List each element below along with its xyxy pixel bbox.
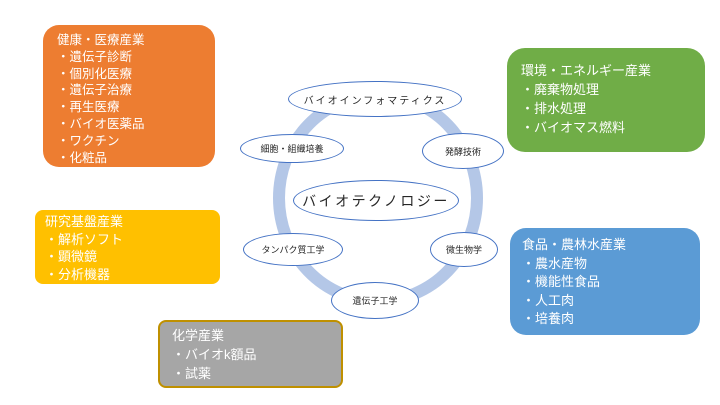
- industry-title: 環境・エネルギー産業: [521, 63, 652, 78]
- industry-item: ・バイオk額品: [172, 347, 257, 362]
- industry-title: 食品・農林水産業: [522, 237, 627, 252]
- industry-title: 化学産業: [172, 328, 225, 343]
- industry-item: ・ワクチン: [57, 133, 120, 148]
- node-bioinformatics: バイオインフォマティクス: [288, 81, 462, 117]
- node-microbiology: 微生物学: [430, 232, 498, 267]
- industry-box-food-agriculture: 食品・農林水産業 ・農水産物 ・機能性食品 ・人工肉 ・培養肉: [510, 228, 700, 335]
- industry-item: ・再生医療: [57, 100, 120, 115]
- node-biotechnology-center: バイオテクノロジー: [293, 180, 459, 221]
- industry-item: ・顕微鏡: [45, 249, 98, 264]
- node-genetic-engineering: 遺伝子工学: [331, 282, 419, 319]
- industry-item: ・試薬: [172, 366, 212, 381]
- industry-item: ・化粧品: [57, 150, 108, 165]
- node-cell-tissue-culture: 細胞・組織培養: [240, 134, 344, 163]
- industry-item: ・培養肉: [522, 311, 575, 326]
- industry-title: 研究基盤産業: [45, 214, 124, 229]
- industry-item: ・農水産物: [522, 255, 588, 271]
- industry-item: ・排水処理: [521, 101, 587, 116]
- node-protein-engineering: タンパク質工学: [243, 233, 343, 266]
- industry-item: ・個別化医療: [57, 66, 133, 81]
- industry-item: ・バイオ医薬品: [57, 116, 145, 131]
- industry-item: ・人工肉: [522, 292, 575, 308]
- industry-title: 健康・医療産業: [57, 33, 145, 47]
- industry-item: ・遺伝子治療: [57, 83, 133, 98]
- industry-item: ・遺伝子診断: [57, 49, 133, 64]
- industry-item: ・分析機器: [45, 266, 111, 282]
- node-fermentation: 発酵技術: [422, 133, 504, 169]
- industry-item: ・解析ソフト: [45, 231, 124, 247]
- industry-box-environment-energy: 環境・エネルギー産業 ・廃棄物処理 ・排水処理 ・バイオマス燃料: [507, 48, 705, 152]
- industry-box-chemical: 化学産業 ・バイオk額品 ・試薬: [158, 320, 343, 388]
- industry-item: ・バイオマス燃料: [521, 120, 626, 135]
- industry-item: ・機能性食品: [522, 274, 601, 289]
- industry-box-research-infrastructure: 研究基盤産業 ・解析ソフト ・顕微鏡 ・分析機器: [35, 210, 220, 284]
- industry-item: ・廃棄物処理: [521, 82, 600, 97]
- industry-box-health-medical: 健康・医療産業 ・遺伝子診断 ・個別化医療 ・遺伝子治療 ・再生医療 ・バイオ医…: [43, 25, 215, 167]
